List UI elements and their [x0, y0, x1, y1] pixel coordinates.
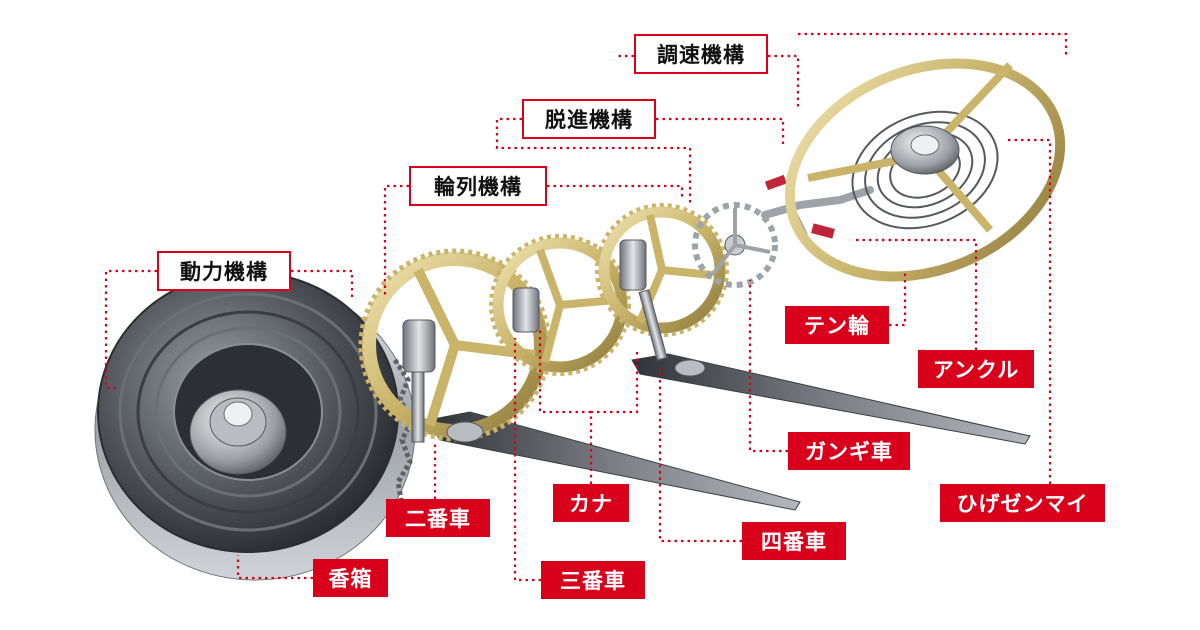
hairspring-label: ひげゼンマイ	[940, 484, 1105, 522]
gear-train-mechanism-label: 輪列機構	[409, 166, 547, 206]
balance-wheel-label: テン輪	[785, 306, 889, 344]
fourth-wheel-label: 四番車	[742, 522, 846, 560]
escape-wheel-label: ガンギ車	[788, 432, 910, 470]
barrel-graphic	[94, 271, 416, 581]
pinion-label: カナ	[553, 484, 629, 522]
leader-lines	[104, 32, 1068, 582]
escape-wheel-graphic	[692, 202, 778, 288]
regulator-mechanism-label: 調速機構	[634, 34, 768, 74]
barrel-label: 香箱	[313, 559, 388, 597]
second-wheel-label: 二番車	[386, 499, 490, 537]
power-mechanism-label: 動力機構	[157, 251, 291, 291]
lower-bridge-left	[427, 411, 801, 511]
balance-wheel-graphic	[784, 58, 1066, 282]
pallet-fork-label: アンクル	[918, 350, 1034, 388]
fourth-wheel-graphic	[595, 203, 729, 337]
pallet-fork-graphic	[761, 174, 874, 239]
third-wheel-label: 三番車	[541, 561, 645, 599]
escapement-mechanism-label: 脱進機構	[522, 99, 656, 139]
pinion-graphics	[402, 239, 706, 443]
